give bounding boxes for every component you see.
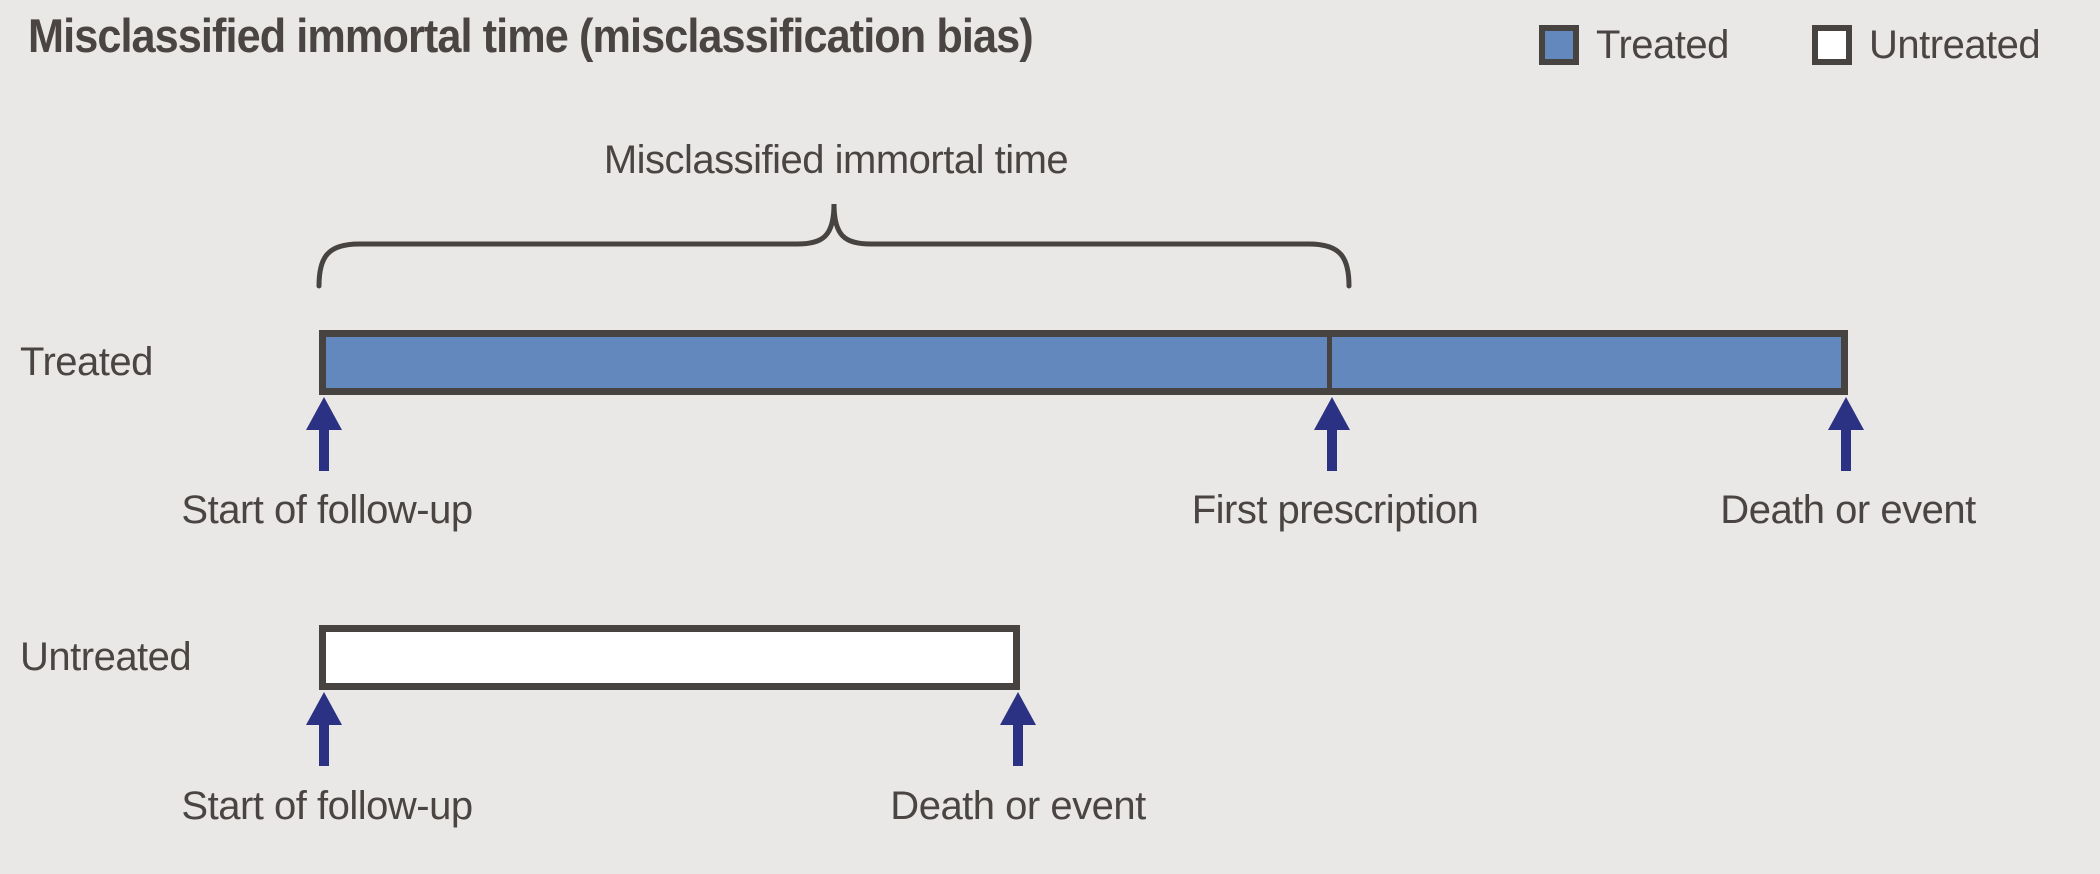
up-arrow-icon — [1314, 397, 1350, 471]
figure-title: Misclassified immortal time (misclassifi… — [28, 9, 1034, 62]
brace-icon — [316, 203, 1352, 289]
brace-label: Misclassified immortal time — [603, 138, 1069, 182]
legend-item-untreated: Untreated — [1812, 22, 2041, 67]
treated-swatch-icon — [1539, 25, 1579, 65]
event-label-death-or-event: Death or event — [1720, 488, 1976, 532]
up-arrow-icon — [306, 692, 342, 766]
treated-bar-divider — [1327, 333, 1332, 392]
row-label-untreated: Untreated — [20, 635, 192, 679]
untreated-swatch-icon — [1812, 25, 1852, 65]
up-arrow-icon — [1000, 692, 1036, 766]
row-label-treated: Treated — [20, 340, 153, 384]
event-label-first-prescription: First prescription — [1191, 488, 1479, 532]
treated-bar — [319, 330, 1848, 395]
up-arrow-icon — [1828, 397, 1864, 471]
legend-item-treated: Treated — [1539, 23, 1729, 67]
up-arrow-icon — [306, 397, 342, 471]
untreated-bar — [319, 625, 1020, 690]
event-label-start-of-follow-up: Start of follow-up — [181, 488, 473, 532]
legend-label-treated: Treated — [1596, 22, 1729, 67]
event-label-death-or-event: Death or event — [890, 784, 1146, 828]
legend-label-untreated: Untreated — [1869, 22, 2041, 67]
event-label-start-of-follow-up: Start of follow-up — [181, 784, 473, 828]
